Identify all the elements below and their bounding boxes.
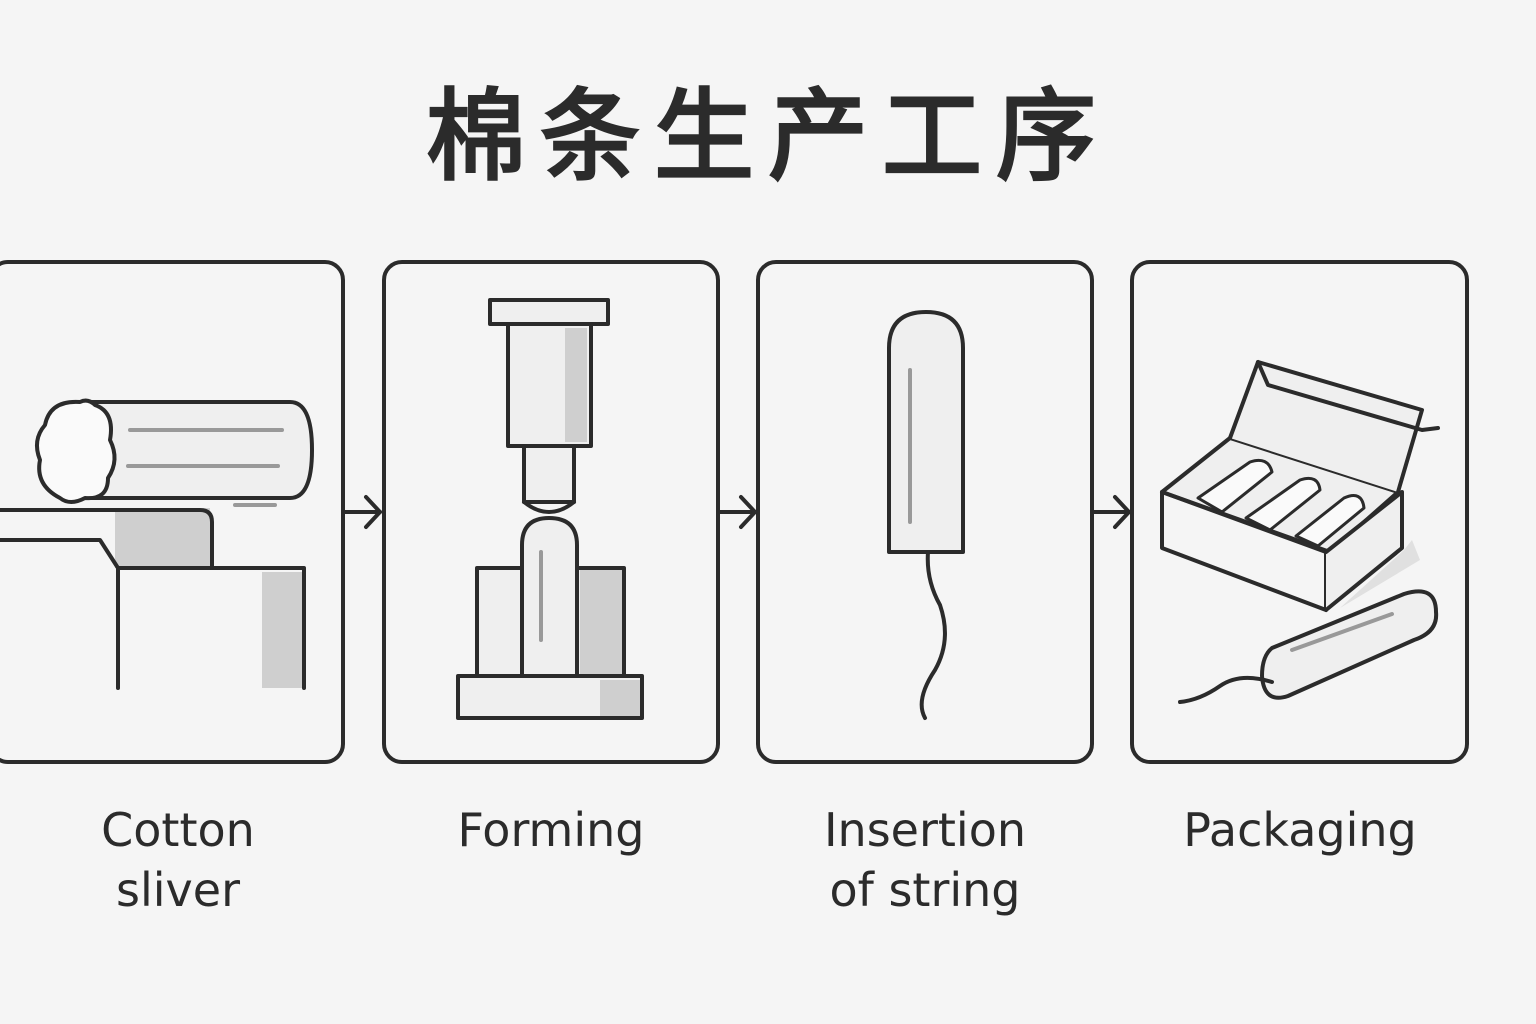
cotton-roll-icon [0,398,314,690]
press-icon [456,298,644,720]
step-label-insertion-of-string: Insertion of string [745,800,1105,920]
label-line: Insertion [823,803,1026,857]
step-label-forming: Forming [371,800,731,860]
step-label-packaging: Packaging [1120,800,1480,860]
label-line: Forming [457,803,645,857]
label-line: of string [829,863,1021,917]
label-line: sliver [116,863,240,917]
page-title: 棉条生产工序 [426,78,1110,195]
arrow-icon [718,495,757,529]
step-label-cotton-sliver: Cotton sliver [0,800,358,920]
step-panel-4 [1130,260,1469,764]
arrow-icon [343,495,382,529]
tampon-string-icon [887,310,965,720]
label-line: Cotton [101,803,255,857]
box-icon [1160,360,1440,704]
arrow-icon [1092,495,1131,529]
label-line: Packaging [1183,803,1417,857]
